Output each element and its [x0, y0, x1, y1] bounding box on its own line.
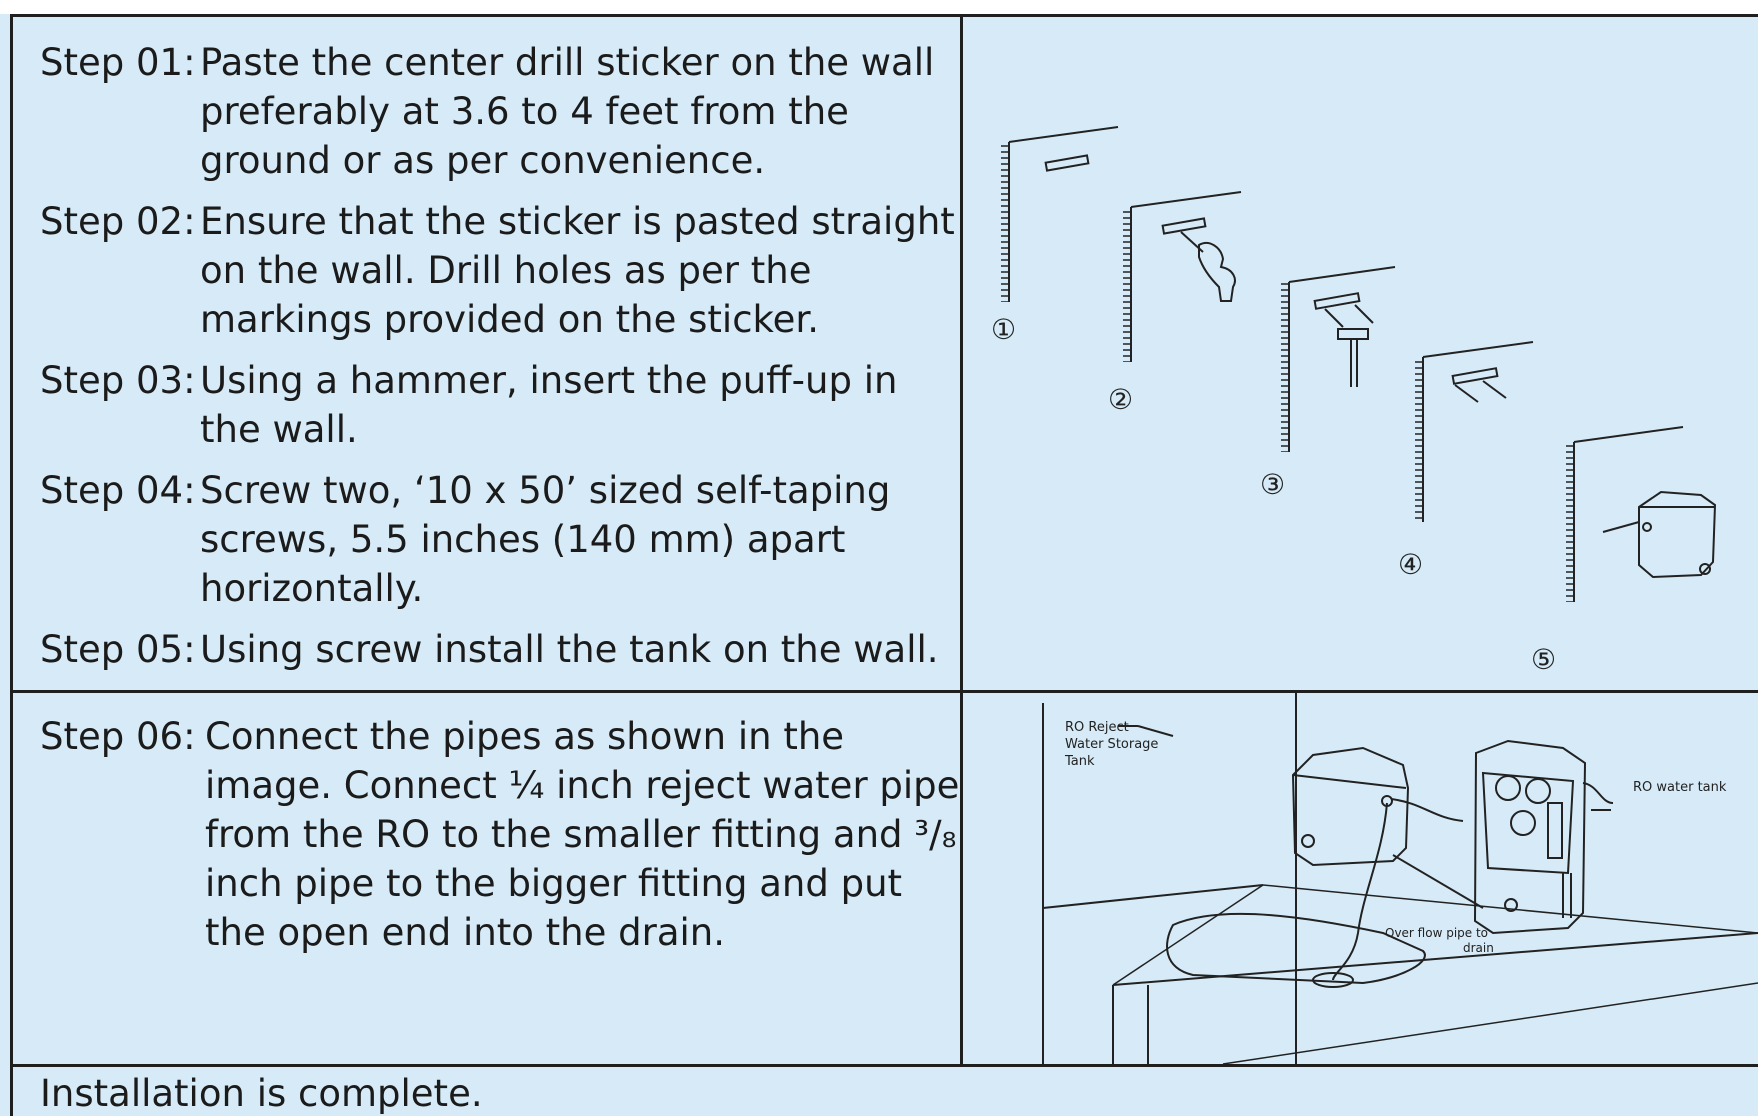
- diagram-number-1: ①: [991, 313, 1016, 346]
- steps-list: Step 01: Paste the center drill sticker …: [40, 38, 960, 686]
- step-label: Step 05:: [40, 628, 196, 671]
- step3-wall-hammer: [1281, 266, 1396, 452]
- border-top: [10, 14, 1758, 17]
- callout-overflow-2: drain: [1463, 941, 1494, 955]
- step-06: Step 06: Connect the pipes as shown in t…: [40, 712, 970, 957]
- diagram-number-5: ⑤: [1531, 643, 1556, 676]
- top-margin: [0, 0, 1758, 14]
- callout-reject-tank-2: Water Storage: [1065, 737, 1158, 752]
- step-text: Paste the center drill sticker on the wa…: [200, 41, 935, 182]
- diagram-number-4: ④: [1398, 548, 1423, 581]
- callout-reject-tank-3: Tank: [1064, 754, 1095, 769]
- step-text: Using a hammer, insert the puff-up in th…: [200, 359, 898, 451]
- step-label: Step 06:: [40, 715, 196, 758]
- step1-wall: [1001, 126, 1119, 302]
- step2-wall-drill: [1123, 191, 1242, 362]
- step4-wall-screws: [1415, 341, 1534, 522]
- border-row2: [10, 1064, 1758, 1067]
- step-01: Step 01: Paste the center drill sticker …: [40, 38, 960, 185]
- border-left: [10, 14, 13, 1116]
- border-middle: [960, 14, 963, 1066]
- step-text: Using screw install the tank on the wall…: [200, 628, 939, 671]
- step-02: Step 02: Ensure that the sticker is past…: [40, 197, 960, 344]
- diagram-number-3: ③: [1260, 468, 1285, 501]
- callout-reject-tank-1: RO Reject: [1065, 720, 1129, 735]
- step5-wall-tank: [1566, 426, 1717, 602]
- step-label: Step 02:: [40, 200, 196, 243]
- step-text: Connect the pipes as shown in the image.…: [205, 715, 960, 954]
- wall-mount-diagram: ① ② ③ ④ ⑤: [991, 126, 1717, 676]
- step-label: Step 04:: [40, 469, 196, 512]
- step-04: Step 04: Screw two, ‘10 x 50’ sized self…: [40, 466, 960, 613]
- diagram-number-2: ②: [1108, 383, 1133, 416]
- step-03: Step 03: Using a hammer, insert the puff…: [40, 356, 960, 454]
- border-row1: [10, 690, 1758, 693]
- step-label: Step 03:: [40, 359, 196, 402]
- pipe-connection-diagram: RO Reject Water Storage Tank RO water ta…: [1042, 693, 1758, 1064]
- step-05: Step 05: Using screw install the tank on…: [40, 625, 960, 674]
- step-text: Ensure that the sticker is pasted straig…: [200, 200, 955, 341]
- callout-ro-tank: RO water tank: [1633, 780, 1727, 795]
- completion-note: Installation is complete.: [40, 1072, 483, 1115]
- callout-overflow-1: Over flow pipe to: [1385, 926, 1488, 940]
- step-text: Screw two, ‘10 x 50’ sized self-taping s…: [200, 469, 891, 610]
- step-label: Step 01:: [40, 41, 196, 84]
